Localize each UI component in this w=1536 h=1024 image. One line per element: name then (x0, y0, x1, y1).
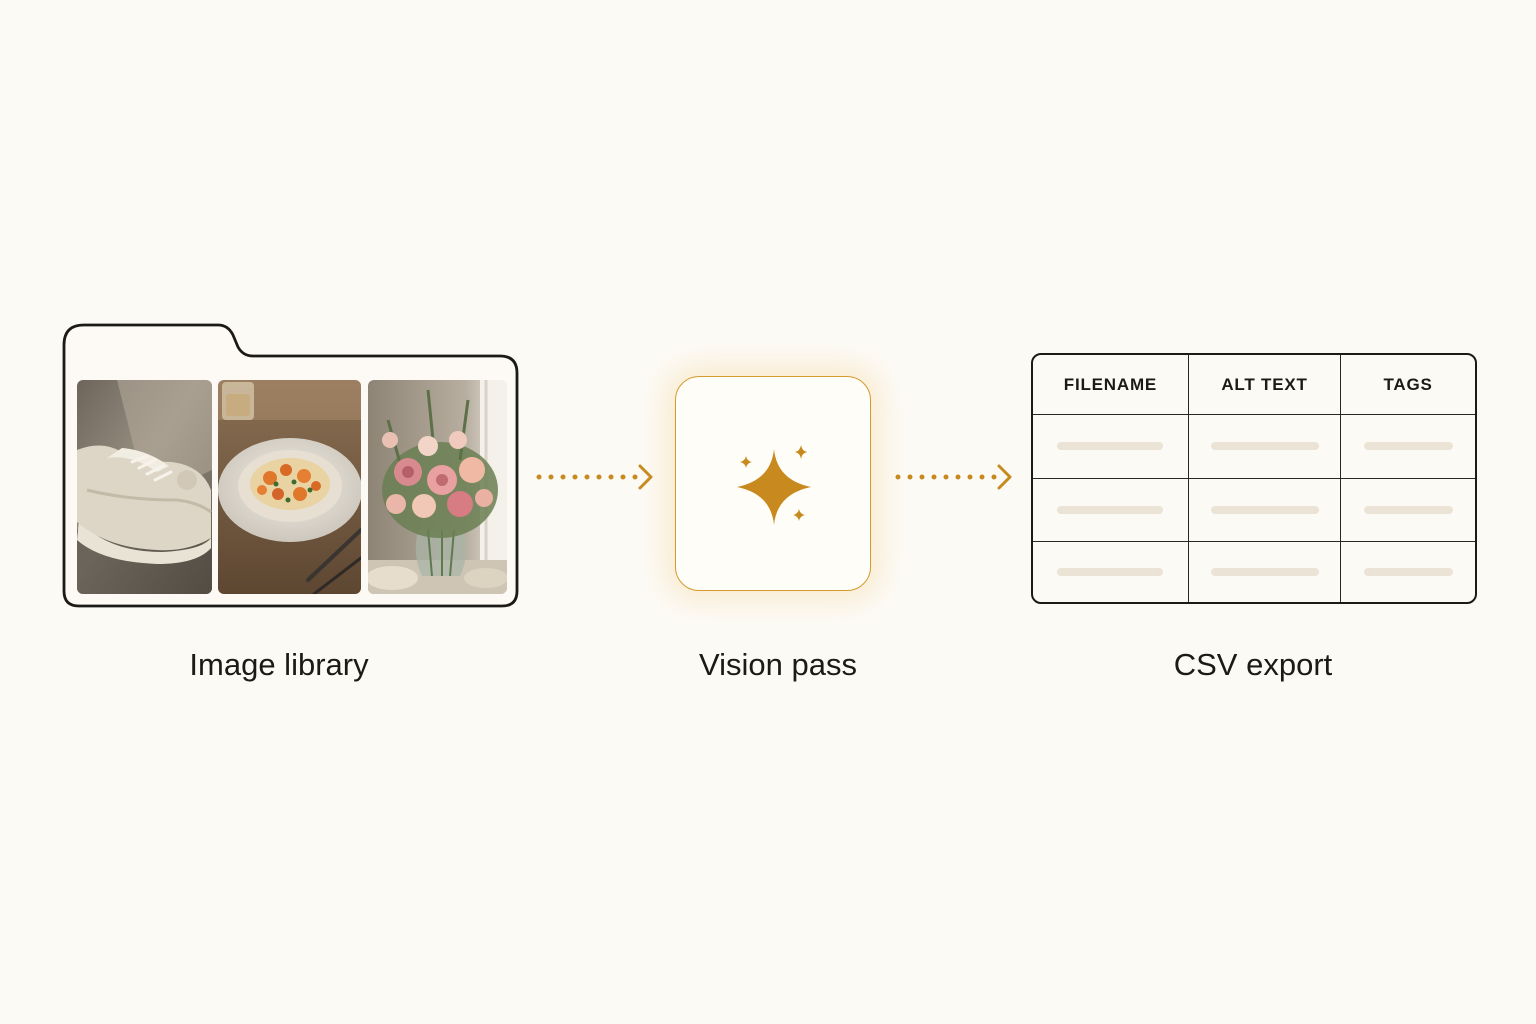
column-header-tags: TAGS (1341, 355, 1475, 415)
table-cell (1188, 415, 1340, 479)
placeholder-bar (1057, 442, 1163, 450)
label-image-library: Image library (189, 647, 368, 683)
table-row (1033, 415, 1475, 479)
table-header-row: FILENAME ALT TEXT TAGS (1033, 355, 1475, 415)
label-vision-pass: Vision pass (699, 647, 857, 683)
label-csv-export: CSV export (1174, 647, 1333, 683)
pasta-dish-photo (218, 380, 361, 594)
placeholder-bar (1364, 442, 1453, 450)
column-header-filename: FILENAME (1033, 355, 1188, 415)
flower-bouquet-photo (368, 380, 507, 594)
sparkle-icon (676, 377, 872, 592)
table-cell (1033, 542, 1188, 602)
thumbnail-sneaker[interactable] (77, 380, 212, 594)
placeholder-bar (1057, 506, 1163, 514)
placeholder-bar (1057, 568, 1163, 576)
sneaker-photo (77, 380, 212, 594)
placeholder-bar (1211, 442, 1319, 450)
table-cell (1341, 542, 1475, 602)
table-cell (1188, 542, 1340, 602)
table-row (1033, 542, 1475, 602)
table-cell (1033, 415, 1188, 479)
placeholder-bar (1364, 506, 1453, 514)
table-cell (1033, 478, 1188, 542)
column-header-alt-text: ALT TEXT (1188, 355, 1340, 415)
thumbnail-pasta[interactable] (218, 380, 361, 594)
placeholder-bar (1211, 568, 1319, 576)
csv-export-table: FILENAME ALT TEXT TAGS (1031, 353, 1477, 604)
placeholder-bar (1211, 506, 1319, 514)
thumbnail-flowers[interactable] (368, 380, 507, 594)
image-library-folder (62, 323, 520, 609)
vision-pass-box (675, 376, 871, 591)
table-cell (1341, 415, 1475, 479)
table-cell (1341, 478, 1475, 542)
table-cell (1188, 478, 1340, 542)
dotted-arrow-2 (895, 462, 1017, 492)
dotted-arrow-1 (536, 462, 658, 492)
placeholder-bar (1364, 568, 1453, 576)
table-row (1033, 478, 1475, 542)
